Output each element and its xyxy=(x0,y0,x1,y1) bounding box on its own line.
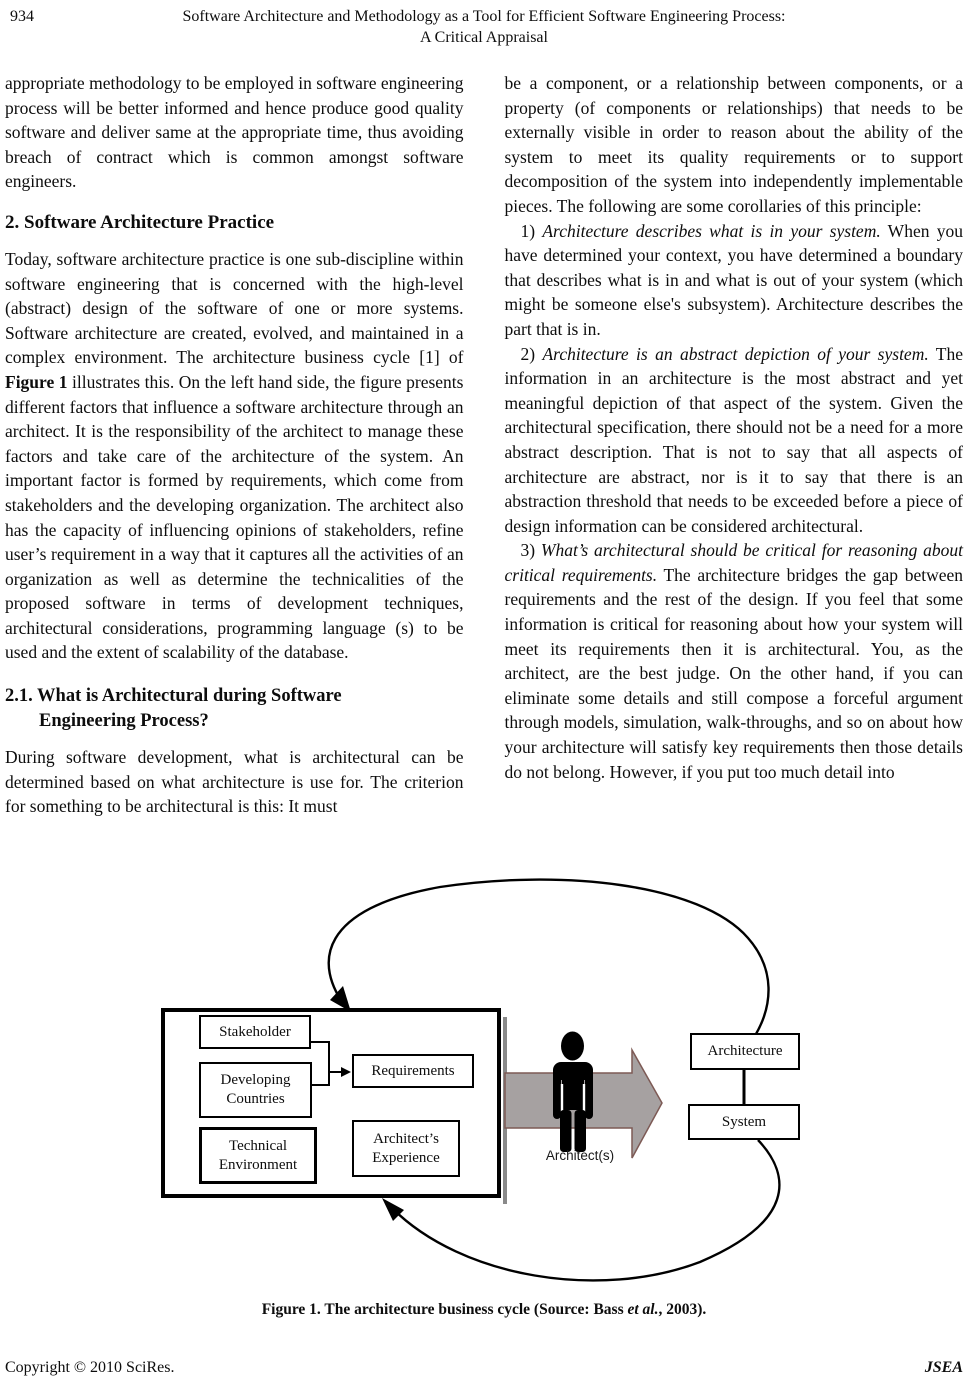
requirements-bracket xyxy=(311,1041,351,1086)
box-technical-environment: Technical Environment xyxy=(199,1127,317,1184)
paragraph: be a component, or a relationship betwee… xyxy=(504,73,964,216)
figure-caption: Figure 1. The architecture business cycl… xyxy=(261,1301,707,1318)
left-column: appropriate methodology to be employed i… xyxy=(5,71,464,819)
box-architecture: Architecture xyxy=(690,1033,800,1070)
page-header: 934 Software Architecture and Methodolog… xyxy=(0,0,968,48)
list-item-3: 3) What’s architectural should be critic… xyxy=(504,540,964,782)
arrowhead-up-icon xyxy=(382,1198,404,1221)
paper-title-line2: A Critical Appraisal xyxy=(420,29,548,46)
architect-person-icon xyxy=(553,1031,593,1152)
box-system: System xyxy=(688,1104,800,1140)
copyright-text: Copyright © 2010 SciRes. xyxy=(5,1359,175,1376)
paper-title-line1: Software Architecture and Methodology as… xyxy=(182,8,786,25)
section-heading-line1: 2.1. What is Architectural during Softwa… xyxy=(5,686,342,707)
box-label: System xyxy=(721,1113,767,1130)
cycle-arc-top xyxy=(327,878,770,1035)
box-label: Stakeholder xyxy=(219,1023,291,1040)
box-requirements: Requirements xyxy=(352,1054,474,1088)
page-footer: Copyright © 2010 SciRes. JSEA xyxy=(5,1359,963,1377)
paragraph: Today, software architecture practice is… xyxy=(5,248,464,663)
box-label: Architecture xyxy=(707,1043,783,1059)
paragraph: During software development, what is arc… xyxy=(5,747,464,817)
journal-abbreviation: JSEA xyxy=(924,1359,963,1376)
box-developing-countries: Developing Countries xyxy=(199,1062,312,1118)
box-label: Architect’s Experience xyxy=(372,1130,440,1166)
section-heading-line2: Engineering Process? xyxy=(39,711,209,732)
list-item-1: 1) Architecture describes what is in you… xyxy=(504,220,964,339)
box-stakeholder: Stakeholder xyxy=(199,1015,311,1049)
cycle-arc-bottom xyxy=(382,1139,781,1282)
box-architects-experience: Architect’s Experience xyxy=(352,1120,460,1177)
page-number: 934 xyxy=(10,8,34,25)
figure-1-diagram: Stakeholder Developing Countries Require… xyxy=(0,870,968,1340)
figure-graphics xyxy=(311,878,781,1282)
architects-label: Architect(s) xyxy=(545,1148,615,1163)
right-column: be a component, or a relationship betwee… xyxy=(505,71,964,819)
section-heading-2-1: 2.1. What is Architectural during Softwa… xyxy=(5,684,464,734)
arrowhead-right-icon xyxy=(341,1067,351,1077)
paragraph: appropriate methodology to be employed i… xyxy=(5,73,464,192)
box-label: Requirements xyxy=(371,1062,455,1079)
box-label: Developing Countries xyxy=(220,1072,291,1107)
body-columns: appropriate methodology to be employed i… xyxy=(0,71,968,819)
box-label: Technical Environment xyxy=(218,1137,298,1173)
section-heading-2: 2. Software Architecture Practice xyxy=(5,211,275,233)
list-item-2: 2) Architecture is an abstract depiction… xyxy=(504,343,964,536)
arrowhead-into-box-icon xyxy=(330,986,351,1012)
